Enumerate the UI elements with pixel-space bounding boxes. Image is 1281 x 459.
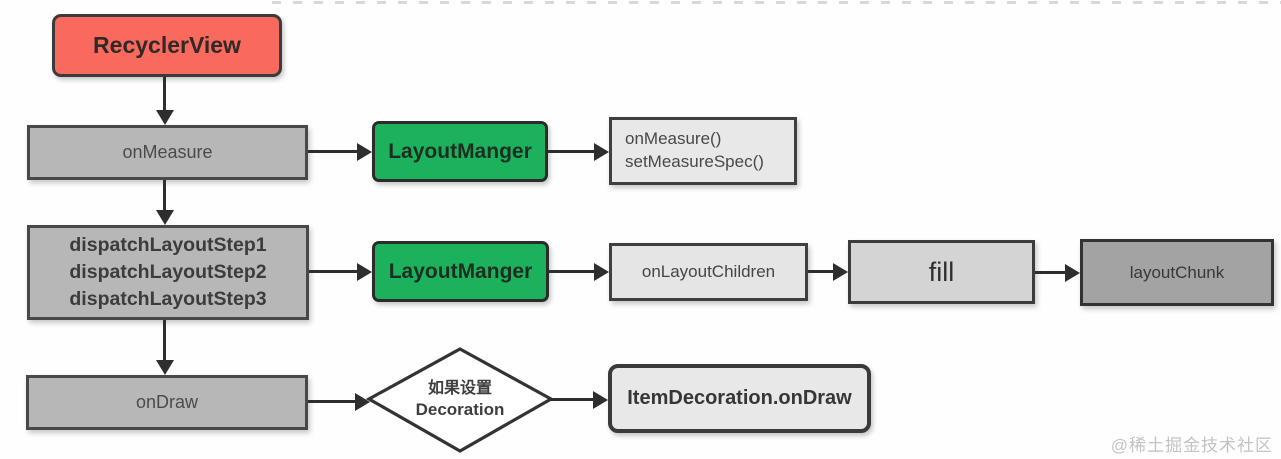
arrowhead-down-icon	[156, 210, 174, 225]
arrowhead-right-icon	[833, 263, 848, 281]
node-layoutchunk: layoutChunk	[1080, 239, 1274, 306]
measure-detail-line1: onMeasure()	[625, 129, 722, 149]
arrowhead-right-icon	[357, 263, 372, 281]
node-layoutmanager-1: LayoutManger	[372, 121, 548, 182]
decision-line1: 如果设置	[427, 379, 492, 397]
arrow-line-layoutmanager-measuredetail	[548, 150, 595, 153]
arrowhead-right-icon	[357, 143, 372, 161]
dispatch-step2: dispatchLayoutStep2	[69, 260, 267, 283]
top-dotted-line	[272, 1, 1281, 4]
arrow-line-dispatch-layoutmanager	[309, 270, 358, 273]
arrowhead-right-icon	[1065, 264, 1080, 282]
arrowhead-down-icon	[156, 110, 174, 125]
measure-detail-line2: setMeasureSpec()	[625, 152, 764, 171]
node-dispatch-layout-steps: dispatchLayoutStep1 dispatchLayoutStep2 …	[27, 225, 309, 320]
node-layoutmanager-2: LayoutManger	[372, 241, 549, 302]
decision-text: 如果设置 Decoration	[365, 345, 555, 455]
arrow-line-recyclerview-onmeasure	[163, 77, 166, 111]
arrow-line-ondraw-decision	[308, 400, 356, 403]
node-recyclerview: RecyclerView	[52, 14, 282, 77]
arrow-line-decision-itemdecoration	[549, 398, 594, 401]
node-onlayoutchildren: onLayoutChildren	[609, 243, 808, 301]
dispatch-step3: dispatchLayoutStep3	[69, 288, 267, 311]
arrow-line-onmeasure-layoutmanager	[308, 150, 358, 153]
node-onmeasure: onMeasure	[27, 125, 308, 180]
arrowhead-right-icon	[593, 391, 608, 409]
node-decision-diamond: 如果设置 Decoration	[365, 345, 555, 455]
arrow-line-fill-layoutchunk	[1035, 271, 1066, 274]
node-fill: fill	[848, 240, 1035, 304]
arrowhead-right-icon	[594, 263, 609, 281]
arrow-line-dispatch-ondraw	[163, 320, 166, 361]
node-measure-detail: onMeasure() setMeasureSpec()	[609, 117, 797, 185]
arrowhead-down-icon	[156, 360, 174, 375]
arrowhead-right-icon	[594, 143, 609, 161]
dispatch-step1: dispatchLayoutStep1	[69, 233, 267, 256]
arrow-line-onmeasure-dispatch	[163, 180, 166, 211]
arrow-line-onlayoutchildren-fill	[808, 270, 834, 273]
node-itemdecoration-ondraw: ItemDecoration.onDraw	[608, 364, 871, 433]
decision-diamond-shape	[365, 347, 555, 453]
watermark-text: @稀土掘金技术社区	[1110, 436, 1273, 455]
arrow-line-layoutmanager-onlayoutchildren	[549, 270, 595, 273]
node-ondraw: onDraw	[26, 375, 308, 430]
decision-line2: Decoration	[415, 400, 505, 420]
arrowhead-right-icon	[355, 393, 370, 411]
